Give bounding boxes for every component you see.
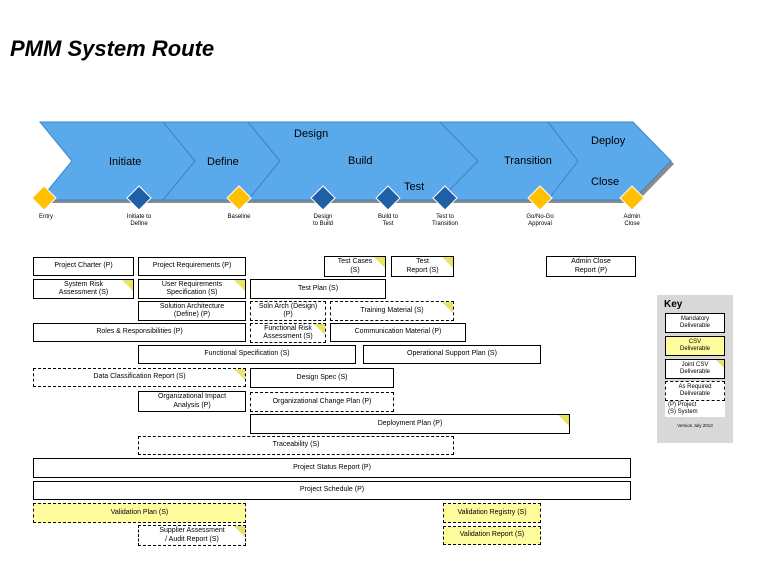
legend-version: Version July 2013 bbox=[677, 423, 713, 428]
milestone-baseline-diamond bbox=[226, 185, 252, 211]
deliverable-deployment-plan: Deployment Plan (P) bbox=[250, 414, 570, 434]
deliverable-test-report: Test Report (S) bbox=[391, 256, 454, 277]
deliverable-training-material: Training Material (S) bbox=[330, 301, 454, 321]
milestone-label: Baseline bbox=[227, 214, 251, 220]
milestone-entry-diamond bbox=[31, 185, 57, 211]
legend-title: Key bbox=[664, 299, 683, 310]
phase-close-label: Close bbox=[591, 176, 620, 188]
milestone-go-no-go-diamond bbox=[527, 185, 553, 211]
phase-build-label: Build bbox=[348, 155, 373, 167]
legend-as-required: As Required Deliverable bbox=[665, 381, 725, 401]
deliverable-project-status-report: Project Status Report (P) bbox=[33, 458, 631, 478]
legend-csv: CSV Deliverable bbox=[665, 336, 725, 356]
milestone-build-test-diamond bbox=[375, 185, 401, 211]
milestone-label: Build to Test bbox=[377, 214, 399, 227]
milestone-test-transition-diamond bbox=[432, 185, 458, 211]
deliverable-operational-support-plan: Operational Support Plan (S) bbox=[363, 345, 541, 364]
deliverable-organizational-impact-analysis: Organizational Impact Analysis (P) bbox=[138, 391, 246, 412]
deliverable-admin-close-report: Admin Close Report (P) bbox=[546, 256, 636, 277]
deliverable-organizational-change-plan: Organizational Change Plan (P) bbox=[250, 392, 394, 412]
deliverable-roles-responsibilities: Roles & Responsibilities (P) bbox=[33, 323, 246, 342]
milestone-label: Admin Close bbox=[623, 214, 641, 227]
legend-key: Key Mandatory Deliverable CSV Deliverabl… bbox=[657, 295, 733, 443]
deliverable-data-classification-report: Data Classification Report (S) bbox=[33, 368, 246, 387]
page-title: PMM System Route bbox=[10, 36, 215, 61]
phase-design-label: Design bbox=[294, 128, 329, 140]
milestone-label: Initiate to Define bbox=[126, 214, 152, 227]
deliverable-solution-architecture-define: Solution Architecture (Define) (P) bbox=[138, 301, 246, 321]
deliverable-design-spec: Design Spec (S) bbox=[250, 368, 394, 388]
phase-define-label: Define bbox=[207, 156, 239, 168]
milestone-label: Design to Build bbox=[312, 214, 334, 227]
milestone-label: Test to Transition bbox=[431, 214, 459, 227]
phase-transition-label: Transition bbox=[504, 155, 552, 167]
deliverable-system-risk-assessment: System Risk Assessment (S) bbox=[33, 279, 134, 299]
milestone-design-build-diamond bbox=[310, 185, 336, 211]
legend-mandatory: Mandatory Deliverable bbox=[665, 313, 725, 333]
deliverable-user-requirements-spec: User Requirements Specification (S) bbox=[138, 279, 246, 299]
deliverable-test-plan: Test Plan (S) bbox=[250, 279, 386, 299]
deliverable-project-schedule: Project Schedule (P) bbox=[33, 481, 631, 500]
deliverable-test-cases: Test Cases (S) bbox=[324, 256, 386, 277]
deliverable-functional-specification: Functional Specification (S) bbox=[138, 345, 356, 364]
phase-deploy-label: Deploy bbox=[591, 135, 626, 147]
deliverable-supplier-assessment: Supplier Assessment / Audit Report (S) bbox=[138, 525, 246, 546]
phase-test-label: Test bbox=[404, 181, 425, 193]
deliverable-traceability: Traceability (S) bbox=[138, 436, 454, 455]
phase-route-arrow bbox=[31, 121, 674, 211]
deliverable-project-requirements: Project Requirements (P) bbox=[138, 257, 246, 276]
milestone-label: Go/No-Go Approval bbox=[526, 214, 554, 227]
deliverable-functional-risk-assessment: Functional Risk Assessment (S) bbox=[250, 323, 326, 343]
deliverable-project-charter: Project Charter (P) bbox=[33, 257, 134, 276]
milestone-label: Entry bbox=[38, 214, 54, 220]
deliverable-validation-registry: Validation Registry (S) bbox=[443, 503, 541, 523]
milestone-initiate-define-diamond bbox=[126, 185, 152, 211]
phase-initiate-label: Initiate bbox=[109, 156, 142, 168]
deliverable-validation-report: Validation Report (S) bbox=[443, 526, 541, 545]
deliverable-validation-plan: Validation Plan (S) bbox=[33, 503, 246, 523]
deliverable-soln-arch-design: Soln Arch (Design) (P) bbox=[250, 301, 326, 321]
legend-note: (P) Project (S) System bbox=[665, 401, 725, 417]
legend-joint-csv: Joint CSV Deliverable bbox=[665, 359, 725, 379]
deliverable-communication-material: Communication Material (P) bbox=[330, 323, 466, 342]
milestone-admin-close-diamond bbox=[619, 185, 645, 211]
